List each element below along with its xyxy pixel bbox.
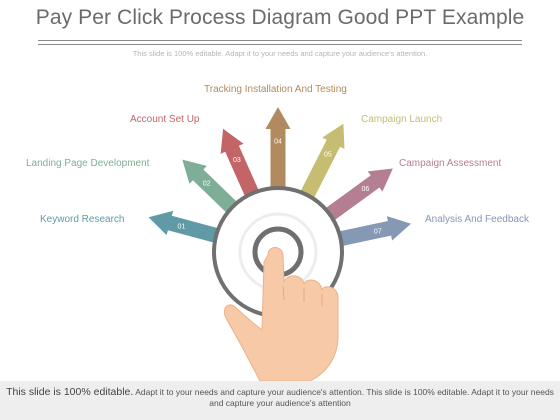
arrow-step-02 [182,159,240,216]
arrow-step-04 [265,107,291,189]
title-rule-top [38,40,522,41]
arrow-step-05 [299,123,345,201]
step-number-04: 04 [274,139,282,146]
step-label-06: Campaign Assessment [399,158,502,169]
footer-bar: This slide is 100% editable. Adapt it to… [0,381,560,420]
arrow-step-03 [220,128,260,199]
step-number-03: 03 [233,157,241,164]
slide-title: Pay Per Click Process Diagram Good PPT E… [35,6,525,29]
step-label-05: Campaign Launch [361,114,443,125]
slide-subtitle: This slide is 100% editable. Adapt it to… [132,49,428,58]
arrows-group: 01 02 03 04 05 06 07 [148,107,411,247]
step-number-07: 07 [374,228,382,235]
arrow-step-01 [148,210,222,244]
hand-icon [223,247,339,381]
footer-text: Adapt it to your needs and capture your … [135,387,554,408]
step-number-02: 02 [203,181,211,188]
step-label-01: Keyword Research [40,214,125,225]
step-number-06: 06 [362,186,370,193]
step-number-05: 05 [324,152,332,159]
arrow-step-06 [323,168,393,222]
step-label-03: Account Set Up [130,114,200,125]
step-number-01: 01 [178,224,186,231]
arrow-step-07 [335,216,411,247]
step-label-02: Landing Page Development [26,158,150,169]
footer-lead: This slide is 100% editable. [6,386,134,398]
title-rule-bottom [38,44,522,45]
step-label-07: Analysis And Feedback [425,214,529,225]
process-diagram: 01 02 03 04 05 06 07 [148,107,411,381]
step-label-04: Tracking Installation And Testing [204,84,347,95]
